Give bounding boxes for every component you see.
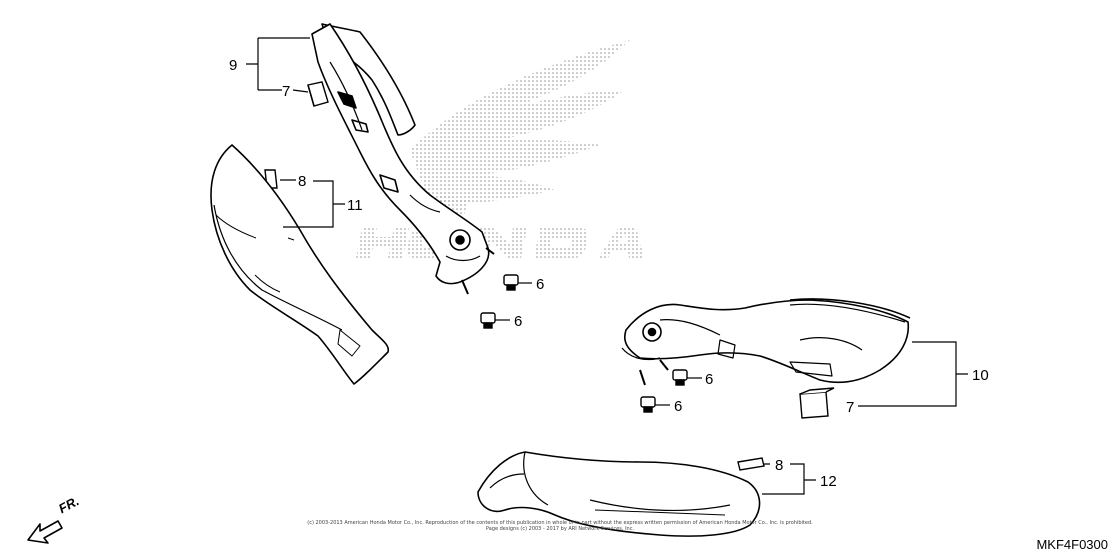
honda-wordmark <box>356 228 644 258</box>
part-7-pad-lower <box>799 387 835 419</box>
callout-9: 9 <box>229 57 237 74</box>
part-12-right-cover <box>477 451 761 537</box>
diagram-code: MKF4F0300 <box>1036 537 1108 552</box>
callout-labels: 9 7 8 11 6 6 10 6 6 7 8 12 <box>229 57 989 490</box>
part-6-nut-lower-b <box>640 396 656 413</box>
part-6-nut-upper-a <box>503 274 519 291</box>
honda-wing-logo <box>410 40 630 225</box>
part-10-right-mirror-housing <box>621 298 911 386</box>
callout-8-lower: 8 <box>775 457 783 474</box>
copyright-line-2: Page designs (c) 2003 - 2017 by ARI Netw… <box>485 526 635 532</box>
callout-8-upper: 8 <box>298 173 306 190</box>
copyright-line-1: (c) 2003-2013 American Honda Motor Co., … <box>307 520 813 526</box>
callout-6-a: 6 <box>536 276 544 293</box>
part-7-pad-upper <box>307 81 329 107</box>
callout-10: 10 <box>972 367 989 384</box>
callout-7-upper: 7 <box>282 83 290 100</box>
part-6-nut-lower-a <box>672 369 688 386</box>
callout-6-c: 6 <box>705 371 713 388</box>
callout-leaders <box>246 37 968 495</box>
part-8-strip-lower <box>737 457 765 471</box>
part-11-left-cover <box>210 144 390 385</box>
callout-7-lower: 7 <box>846 399 854 416</box>
callout-11: 11 <box>347 197 363 214</box>
front-arrow-icon <box>27 520 63 544</box>
callout-6-d: 6 <box>674 398 682 415</box>
callout-12: 12 <box>820 473 837 490</box>
part-6-nut-upper-b <box>480 312 496 329</box>
part-9-mirror-stay <box>311 23 495 295</box>
copyright-notice: (c) 2003-2013 American Honda Motor Co., … <box>300 520 820 532</box>
callout-6-b: 6 <box>514 313 522 330</box>
